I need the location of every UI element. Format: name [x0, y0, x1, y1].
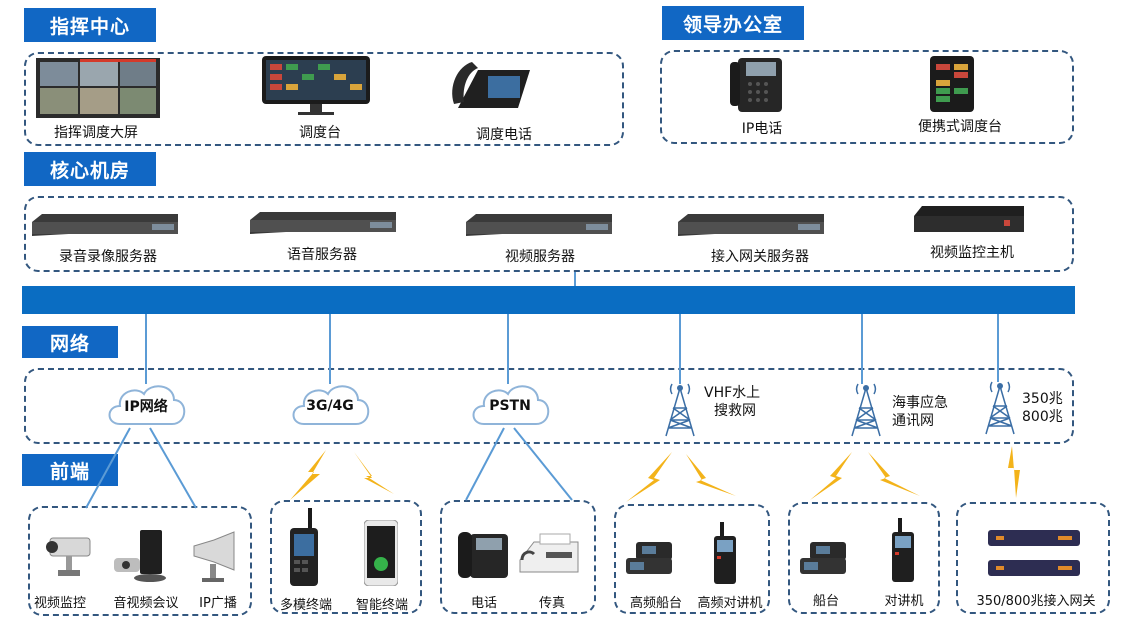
- recording-server-label: 录音录像服务器: [59, 249, 157, 265]
- vhf-walkie-talkie-label: 高频对讲机: [697, 596, 763, 611]
- surveillance-camera-icon: [46, 537, 91, 576]
- smart-terminal-label: 智能终端: [355, 598, 409, 613]
- frontend-box-pstn: [440, 500, 596, 614]
- multimode-terminal-icon: [290, 508, 318, 586]
- vhf-ship-radio-label: 高频船台: [629, 596, 683, 611]
- multimode-terminal-label: 多模终端: [279, 598, 333, 613]
- video-server-icon: [466, 214, 612, 236]
- header-network: 网络: [22, 326, 118, 358]
- vhf-walkie-talkie-icon: [714, 522, 736, 584]
- frontend-box-mobile: [270, 500, 422, 614]
- dispatch-console-icon: [262, 56, 370, 115]
- trunk-gateway-icon: [988, 530, 1080, 576]
- pstn-label: PSTN: [489, 398, 531, 414]
- walkie-talkie-label: 对讲机: [884, 594, 924, 609]
- maritime-tower-icon: [851, 383, 881, 437]
- ip-broadcast-speaker-icon: [193, 531, 235, 582]
- trunk-gateway-label: 350/800兆接入网关: [976, 594, 1096, 609]
- broadcast-label: IP广播: [199, 596, 237, 611]
- gateway-server-icon: [678, 214, 824, 236]
- video-monitor-host-label: 视频监控主机: [930, 245, 1014, 261]
- video-wall-icon: [36, 58, 160, 118]
- gateway-server-label: 接入网关服务器: [711, 249, 809, 265]
- smart-terminal-icon: [364, 520, 398, 586]
- video-server-label: 视频服务器: [505, 249, 575, 265]
- frontend-box-trunk: [956, 502, 1110, 614]
- frontend-box-maritime: [788, 502, 940, 614]
- telephone-label: 电话: [470, 596, 498, 611]
- core-network-bus: [22, 286, 1075, 314]
- ip-phone-label: IP电话: [741, 121, 783, 137]
- header-core-room: 核心机房: [24, 152, 156, 186]
- command-center-box: [24, 52, 624, 146]
- maritime-network-label: 海事应急 通讯网: [892, 394, 972, 430]
- video-wall-label: 指挥调度大屏: [54, 125, 138, 141]
- ip-network-cloud-icon: [108, 385, 186, 425]
- frontend-box-ip: [28, 506, 252, 616]
- ip-phone-icon: [730, 58, 782, 112]
- conference-label: 音视频会议: [113, 596, 179, 611]
- recording-server-icon: [32, 214, 178, 236]
- trunk-tower-icon: [985, 381, 1015, 435]
- voice-server-icon: [250, 212, 396, 234]
- vhf-tower-icon: [665, 383, 695, 437]
- telephone-icon: [458, 532, 508, 578]
- dispatch-console-label: 调度台: [299, 125, 341, 141]
- fax-label: 传真: [538, 596, 566, 611]
- trunk-network-label-line1: 350兆: [1022, 391, 1063, 407]
- maritime-network-label-line2: 通讯网: [892, 413, 934, 429]
- surveillance-label: 视频监控: [33, 596, 87, 611]
- ip-network-label: IP网络: [124, 399, 168, 415]
- vhf-ship-radio-icon: [626, 542, 672, 574]
- trunk-network-label: 350兆 800兆: [1022, 390, 1074, 426]
- dispatch-phone-label: 调度电话: [476, 127, 532, 143]
- ship-radio-icon: [800, 542, 846, 574]
- vhf-network-label-line1: VHF水上: [704, 385, 761, 401]
- ship-radio-label: 船台: [812, 594, 840, 609]
- core-room-box: [24, 196, 1074, 272]
- header-command-center: 指挥中心: [24, 8, 156, 42]
- network-box: [24, 368, 1074, 444]
- mobile-network-cloud-icon: [292, 385, 370, 425]
- walkie-talkie-icon: [892, 518, 914, 582]
- leader-office-box: [660, 50, 1074, 144]
- portable-console-label: 便携式调度台: [918, 119, 1002, 135]
- vhf-network-label-line2: 搜救网: [714, 403, 756, 419]
- vhf-network-label: VHF水上 搜救网: [704, 384, 784, 420]
- header-leader-office: 领导办公室: [662, 6, 804, 40]
- video-monitor-host-icon: [914, 206, 1024, 232]
- trunk-network-label-line2: 800兆: [1022, 409, 1063, 425]
- maritime-network-label-line1: 海事应急: [892, 395, 948, 411]
- video-conference-icon: [114, 530, 166, 582]
- fax-icon: [519, 533, 579, 573]
- frontend-box-vhf: [614, 504, 770, 614]
- voice-server-label: 语音服务器: [287, 247, 357, 263]
- mobile-network-label: 3G/4G: [306, 398, 354, 414]
- portable-console-icon: [930, 56, 974, 112]
- dispatch-phone-icon: [452, 62, 530, 108]
- pstn-cloud-icon: [472, 385, 550, 425]
